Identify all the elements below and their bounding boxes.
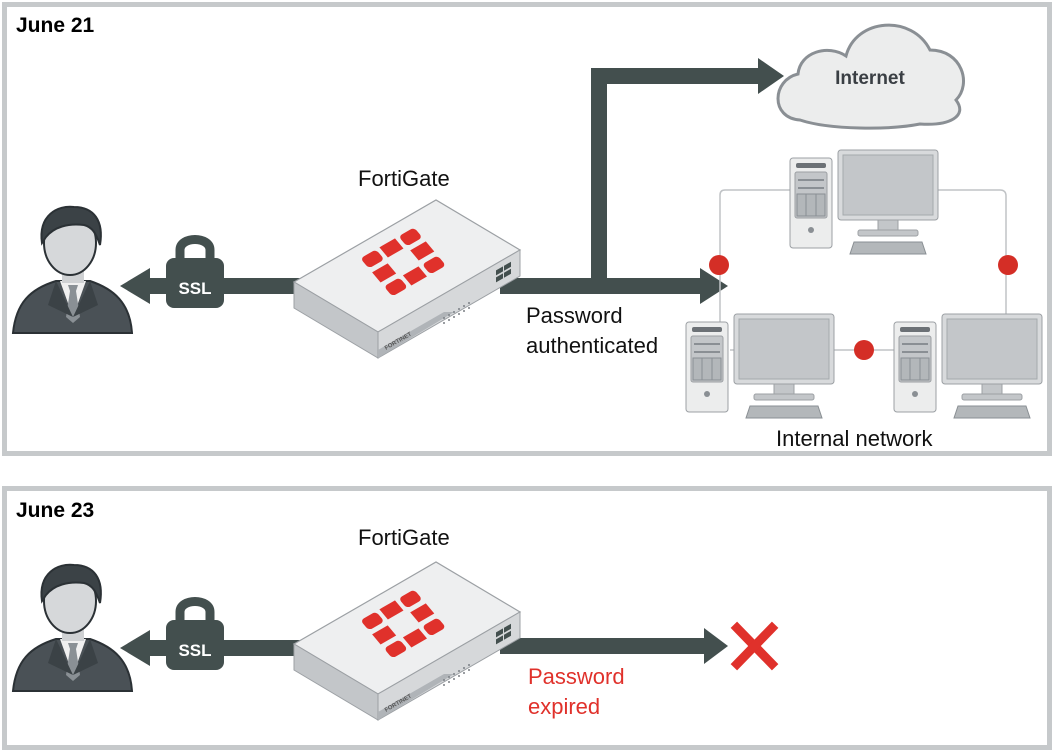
- fortigate-label-1: FortiGate: [358, 166, 450, 191]
- internet-label: Internet: [835, 68, 905, 89]
- fortigate-device-2: [293, 561, 521, 721]
- ssl-label-2: SSL: [178, 641, 211, 660]
- pc-top: [789, 149, 939, 255]
- arrow-to-blocked: [500, 628, 728, 664]
- user-avatar-2: [12, 563, 133, 692]
- internal-network-label: Internal network: [776, 426, 933, 451]
- panel-title-june-23: June 23: [16, 499, 95, 522]
- ssl-label-1: SSL: [178, 279, 211, 298]
- status-line2-authenticated: authenticated: [526, 333, 659, 358]
- user-avatar-1: [12, 205, 133, 334]
- fortigate-label-2: FortiGate: [358, 525, 450, 550]
- fortigate-device-1: [293, 199, 521, 359]
- status-line1-authenticated: Password: [526, 303, 623, 328]
- network-node-2: [998, 255, 1018, 275]
- arrow-to-internet: [591, 58, 784, 286]
- panel-title-june-21: June 21: [16, 14, 95, 37]
- network-node-1: [709, 255, 729, 275]
- status-line2-expired: expired: [528, 694, 601, 719]
- pc-bottom-right: [893, 313, 1043, 419]
- arrow-to-network: [500, 268, 728, 304]
- pc-bottom-left: [685, 313, 835, 419]
- status-line1-expired: Password: [528, 664, 625, 689]
- x-icon: [730, 621, 779, 671]
- internet-cloud-icon: [776, 23, 965, 130]
- network-node-3: [854, 340, 874, 360]
